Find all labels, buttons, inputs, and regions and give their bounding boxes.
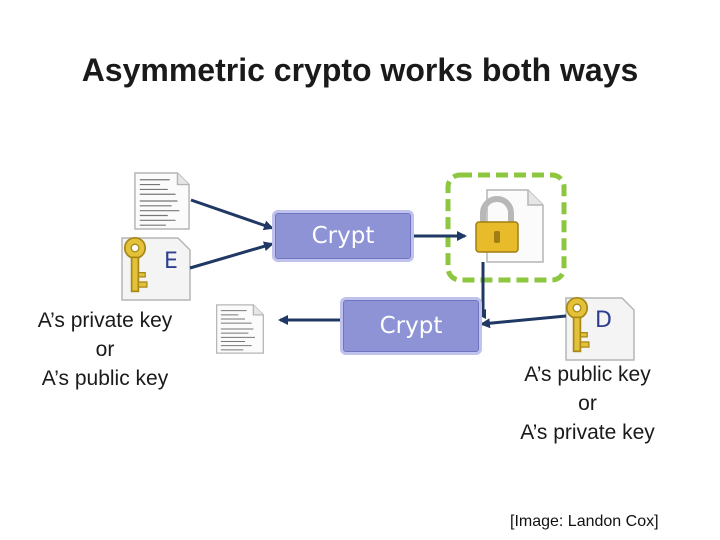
decryption-key-card bbox=[565, 296, 635, 361]
highlight-box bbox=[445, 172, 567, 283]
key-letter-e: E bbox=[164, 249, 178, 274]
arrows bbox=[189, 198, 567, 329]
crypt-label-top: Crypt bbox=[311, 223, 375, 249]
arrow-doc-to-crypt bbox=[190, 198, 274, 231]
slide-title: Asymmetric crypto works both ways bbox=[81, 52, 639, 88]
encryption-key-card bbox=[121, 236, 191, 301]
arrow-key-to-crypt-bottom bbox=[480, 314, 567, 329]
image-credit: [Image: Landon Cox] bbox=[510, 513, 659, 530]
output-document-icon bbox=[215, 304, 265, 354]
key-letter-d: D bbox=[595, 308, 612, 333]
padlock-document-icon bbox=[475, 189, 544, 263]
left-key-label: A’s private key or A’s public key bbox=[37, 309, 173, 390]
crypt-box-top: Crypt bbox=[272, 210, 414, 262]
crypt-box-bottom: Crypt bbox=[340, 297, 482, 355]
right-key-label: A’s public key or A’s private key bbox=[520, 363, 655, 444]
arrow-key-to-crypt bbox=[189, 241, 274, 270]
crypt-label-bottom: Crypt bbox=[379, 313, 443, 339]
plaintext-document-icon bbox=[134, 172, 190, 230]
